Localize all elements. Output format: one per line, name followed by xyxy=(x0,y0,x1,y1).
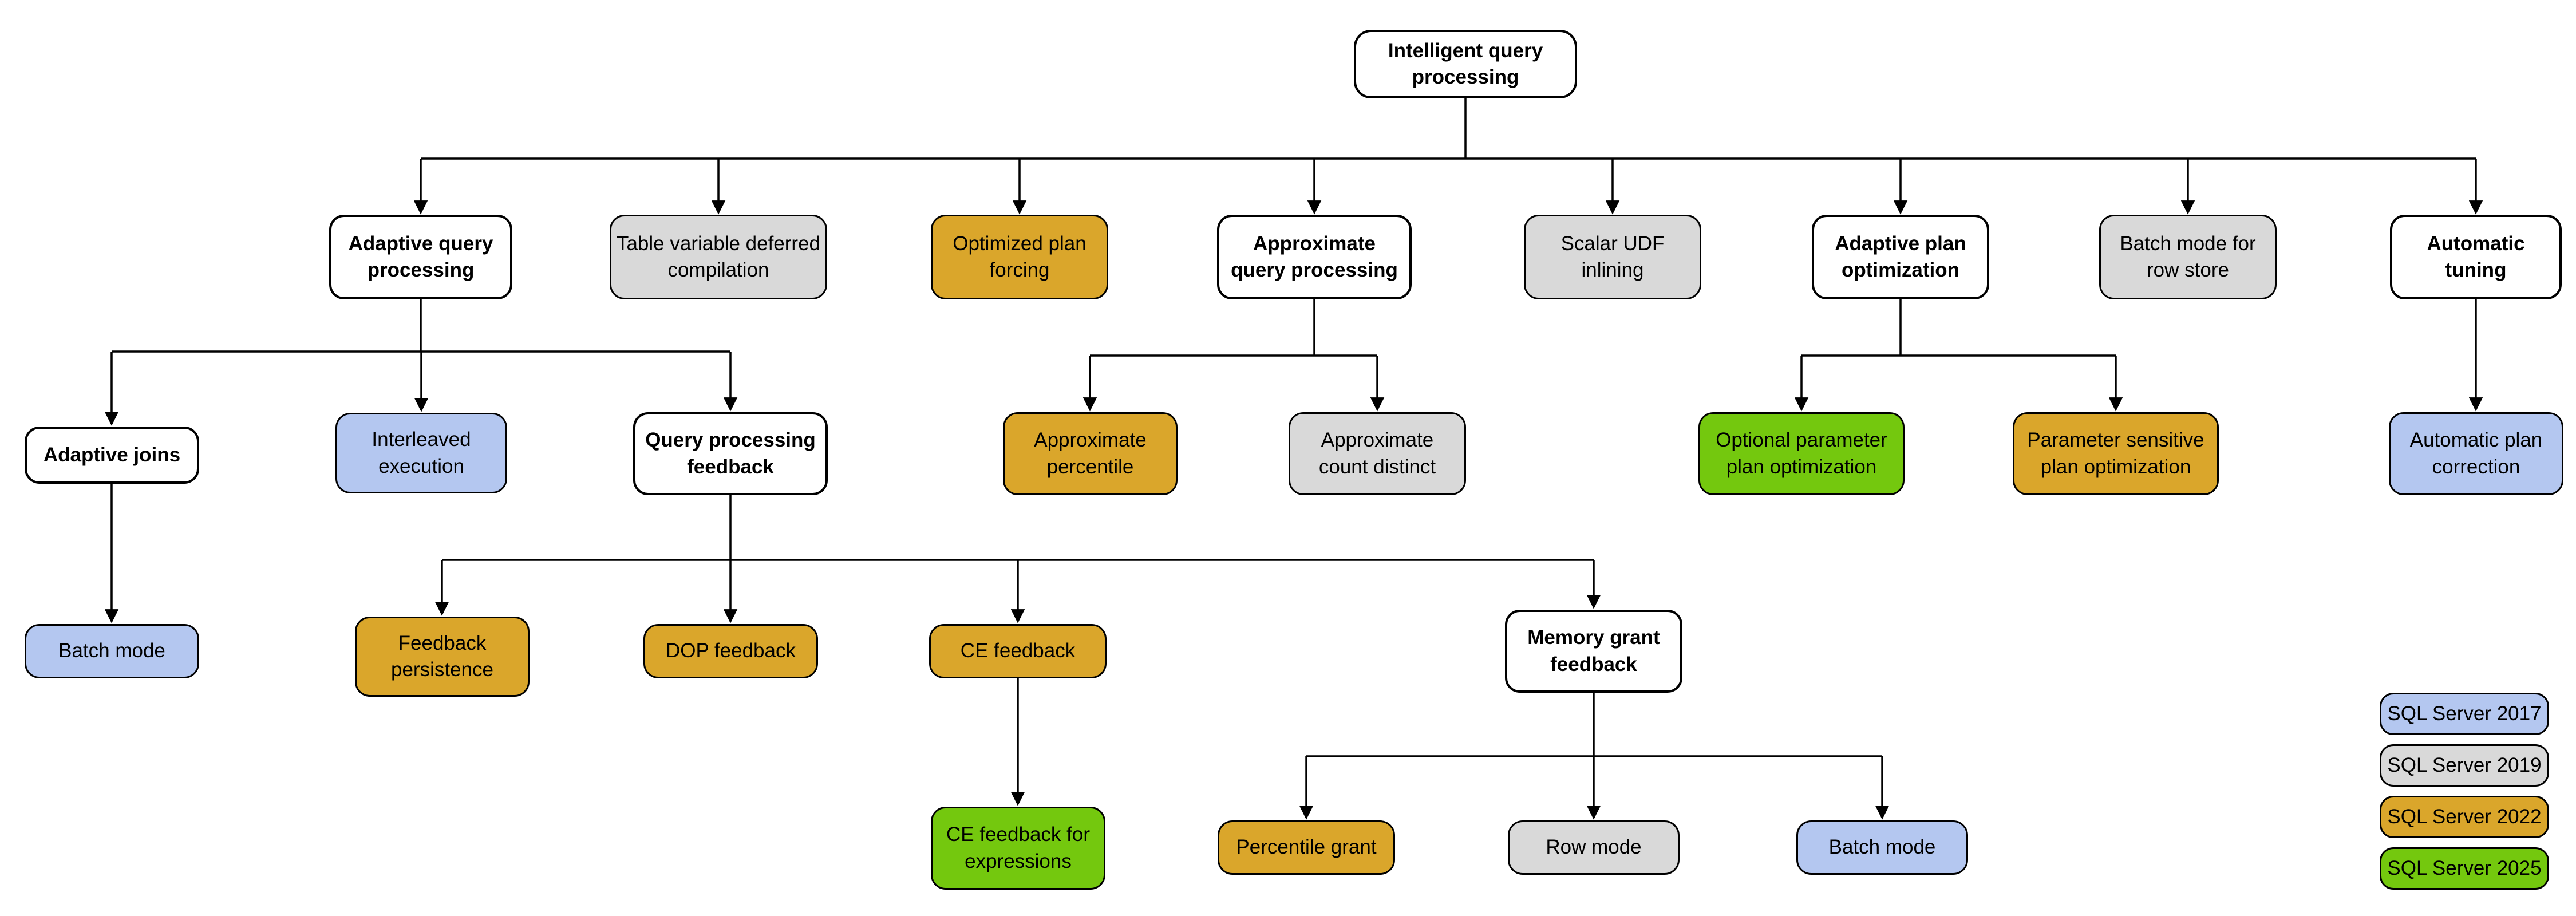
node-table-variable-deferred-compilation: Table variable deferred compilation xyxy=(610,215,827,299)
node-batch-mode-memory-grant: Batch mode xyxy=(1796,820,1968,875)
node-approximate-count-distinct: Approximate count distinct xyxy=(1289,412,1466,495)
node-optimized-plan-forcing: Optimized plan forcing xyxy=(931,215,1108,299)
node-approximate-percentile: Approximate percentile xyxy=(1003,412,1178,495)
node-percentile-grant: Percentile grant xyxy=(1218,820,1395,875)
legend-sql-server-2019: SQL Server 2019 xyxy=(2380,744,2549,787)
node-adaptive-query-processing: Adaptive query processing xyxy=(329,215,512,299)
node-automatic-tuning: Automatic tuning xyxy=(2390,215,2562,299)
node-batch-mode-for-row-store: Batch mode for row store xyxy=(2099,215,2277,299)
node-memory-grant-feedback: Memory grant feedback xyxy=(1505,610,1682,693)
node-query-processing-feedback: Query processing feedback xyxy=(633,412,828,495)
node-batch-mode-adaptive-joins: Batch mode xyxy=(25,624,199,678)
node-row-mode: Row mode xyxy=(1508,820,1680,875)
node-ce-feedback-for-expressions: CE feedback for expressions xyxy=(931,807,1105,890)
node-optional-parameter-plan-optimization: Optional parameter plan optimization xyxy=(1698,412,1905,495)
node-adaptive-plan-optimization: Adaptive plan optimization xyxy=(1812,215,1989,299)
node-interleaved-execution: Interleaved execution xyxy=(335,413,507,493)
node-automatic-plan-correction: Automatic plan correction xyxy=(2389,412,2563,495)
node-scalar-udf-inlining: Scalar UDF inlining xyxy=(1524,215,1701,299)
node-intelligent-query-processing: Intelligent query processing xyxy=(1354,30,1577,98)
node-ce-feedback: CE feedback xyxy=(929,624,1107,678)
node-parameter-sensitive-plan-optimization: Parameter sensitive plan optimization xyxy=(2013,412,2219,495)
node-adaptive-joins: Adaptive joins xyxy=(25,427,199,484)
node-dop-feedback: DOP feedback xyxy=(643,624,818,678)
legend-sql-server-2025: SQL Server 2025 xyxy=(2380,847,2549,890)
legend-sql-server-2017: SQL Server 2017 xyxy=(2380,693,2549,735)
node-feedback-persistence: Feedback persistence xyxy=(355,617,530,697)
node-approximate-query-processing: Approximate query processing xyxy=(1217,215,1412,299)
legend-sql-server-2022: SQL Server 2022 xyxy=(2380,796,2549,838)
